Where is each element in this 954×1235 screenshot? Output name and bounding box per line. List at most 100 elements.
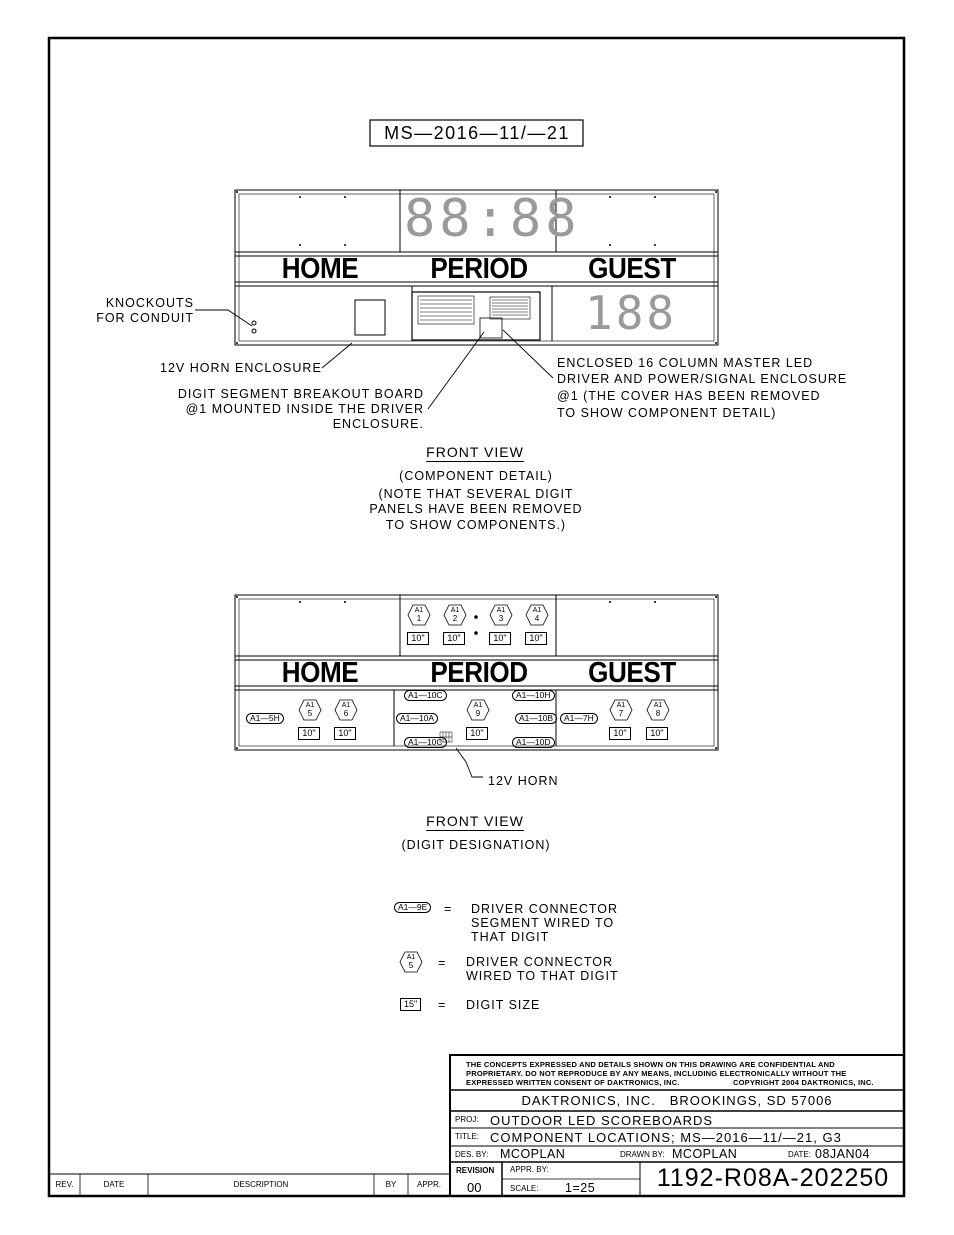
- digit-size-box: 10": [443, 632, 465, 645]
- master-driver-label-2: DRIVER AND POWER/SIGNAL ENCLOSURE: [557, 372, 848, 386]
- rev-header: REV.: [55, 1180, 74, 1189]
- connector-num: 1: [416, 614, 422, 623]
- front-view-title-2: FRONT VIEW: [426, 813, 524, 829]
- legend-digit-text-2: WIRED TO THAT DIGIT: [466, 969, 619, 983]
- digit-size-box: 10": [298, 727, 320, 740]
- segment-connector: A1—10B: [515, 713, 558, 724]
- front-view-subtitle-1: (COMPONENT DETAIL): [399, 469, 553, 483]
- appr-label: APPR. BY:: [510, 1165, 549, 1174]
- view-note-2: PANELS HAVE BEEN REMOVED: [369, 502, 583, 516]
- segment-connector: A1—5H: [246, 713, 284, 724]
- legend-segment-text-3: THAT DIGIT: [471, 930, 550, 944]
- title-value: COMPONENT LOCATIONS; MS—2016—11/—21, G3: [490, 1130, 842, 1145]
- scale-value: 1=25: [565, 1181, 596, 1195]
- des-label: DES. BY:: [455, 1150, 489, 1159]
- model-number-box: [369, 119, 584, 147]
- connector-num: 3: [498, 614, 504, 623]
- guest-caption-2: GUEST: [588, 657, 676, 689]
- scoreboard-component-detail: [234, 189, 719, 346]
- description-header: DESCRIPTION: [233, 1180, 289, 1189]
- master-driver-label-1: ENCLOSED 16 COLUMN MASTER LED: [557, 356, 814, 370]
- model-number: MS—2016—11/—21: [384, 123, 570, 143]
- proj-label: PROJ:: [455, 1115, 479, 1124]
- connector-top: A1: [450, 607, 460, 614]
- drawing-number: 1192-R08A-202250: [656, 1164, 890, 1192]
- clock-digits: 88:88: [404, 189, 581, 249]
- legend-digit-symbol: A1 5: [399, 951, 423, 973]
- copyright: COPYRIGHT 2004 DAKTRONICS, INC.: [733, 1078, 874, 1087]
- home-caption-2: HOME: [281, 657, 359, 689]
- home-caption: HOME: [281, 253, 359, 285]
- segment-connector: A1—10A: [396, 713, 439, 724]
- digit-size-box: 10": [489, 632, 511, 645]
- period-caption: PERIOD: [430, 253, 528, 285]
- legend-segment-text-2: SEGMENT WIRED TO: [471, 916, 615, 930]
- connector-top: A1: [653, 702, 663, 709]
- confidential-notice-3: EXPRESSED WRITTEN CONSENT OF DAKTRONICS,…: [466, 1078, 680, 1087]
- legend-equals: =: [438, 956, 447, 970]
- segment-connector: A1—10D: [512, 737, 555, 748]
- segment-connector: A1—10C: [404, 690, 447, 701]
- drawn-label: DRAWN BY:: [620, 1150, 665, 1159]
- scale-label: SCALE:: [510, 1184, 539, 1193]
- date-value: 08JAN04: [815, 1147, 870, 1161]
- legend-size-symbol: 15": [400, 998, 422, 1011]
- legend-digit-symbol-num: 5: [408, 961, 414, 970]
- period-caption-2: PERIOD: [430, 657, 528, 689]
- connector-top: A1: [616, 702, 626, 709]
- connector-num: 2: [452, 614, 458, 623]
- connector-num: 9: [475, 709, 481, 718]
- title-label: TITLE:: [455, 1132, 480, 1141]
- digit-size-box: 10": [525, 632, 547, 645]
- master-driver-label-4: TO SHOW COMPONENT DETAIL): [557, 406, 777, 420]
- segment-connector: A1—7H: [560, 713, 598, 724]
- des-value: MCOPLAN: [500, 1147, 566, 1161]
- legend-digit-symbol-top: A1: [406, 954, 416, 961]
- digit-size-box: 10": [466, 727, 488, 740]
- connector-top: A1: [532, 607, 542, 614]
- appr-header: APPR.: [416, 1180, 441, 1189]
- connector-num: 6: [343, 709, 349, 718]
- digit-size-box: 10": [407, 632, 429, 645]
- scoreboard-digit-designation: [234, 594, 719, 751]
- legend-segment-text-1: DRIVER CONNECTOR: [471, 902, 619, 916]
- knockouts-label-1: KNOCKOUTS: [105, 296, 194, 310]
- revision-label: REVISION: [456, 1166, 495, 1175]
- view-note-1: (NOTE THAT SEVERAL DIGIT: [378, 487, 574, 501]
- connector-num: 5: [307, 709, 313, 718]
- breakout-label-3: ENCLOSURE.: [332, 417, 424, 431]
- connector-num: 8: [655, 709, 661, 718]
- view-note-3: TO SHOW COMPONENTS.): [385, 518, 567, 532]
- company-address: DAKTRONICS, INC. BROOKINGS, SD 57006: [521, 1093, 833, 1108]
- master-driver-label-3: @1 (THE COVER HAS BEEN REMOVED: [557, 389, 821, 403]
- by-header: BY: [385, 1180, 397, 1189]
- legend-digit-text-1: DRIVER CONNECTOR: [466, 955, 614, 969]
- digit-size-box: 10": [334, 727, 356, 740]
- legend-equals: =: [444, 902, 453, 916]
- guest-caption: GUEST: [588, 253, 676, 285]
- segment-connector: A1—10C: [404, 737, 447, 748]
- breakout-label-1: DIGIT SEGMENT BREAKOUT BOARD: [177, 387, 424, 401]
- front-view-title-1: FRONT VIEW: [426, 444, 524, 460]
- connector-num: 4: [534, 614, 540, 623]
- legend-segment-symbol: A1—9E: [394, 902, 432, 913]
- confidential-notice-2: PROPRIETARY. DO NOT REPRODUCE BY ANY MEA…: [466, 1069, 847, 1078]
- confidential-notice-1: THE CONCEPTS EXPRESSED AND DETAILS SHOWN…: [466, 1060, 835, 1069]
- digit-size-box: 10": [609, 727, 631, 740]
- horn-enclosure-label: 12V HORN ENCLOSURE: [160, 361, 322, 375]
- legend-size-text: DIGIT SIZE: [466, 998, 541, 1012]
- drawn-value: MCOPLAN: [672, 1147, 738, 1161]
- knockouts-label-2: FOR CONDUIT: [96, 311, 194, 325]
- date-header: DATE: [103, 1180, 125, 1189]
- proj-value: OUTDOOR LED SCOREBOARDS: [490, 1113, 714, 1128]
- revision-value: 00: [467, 1180, 482, 1195]
- period-digits: 188: [585, 286, 678, 340]
